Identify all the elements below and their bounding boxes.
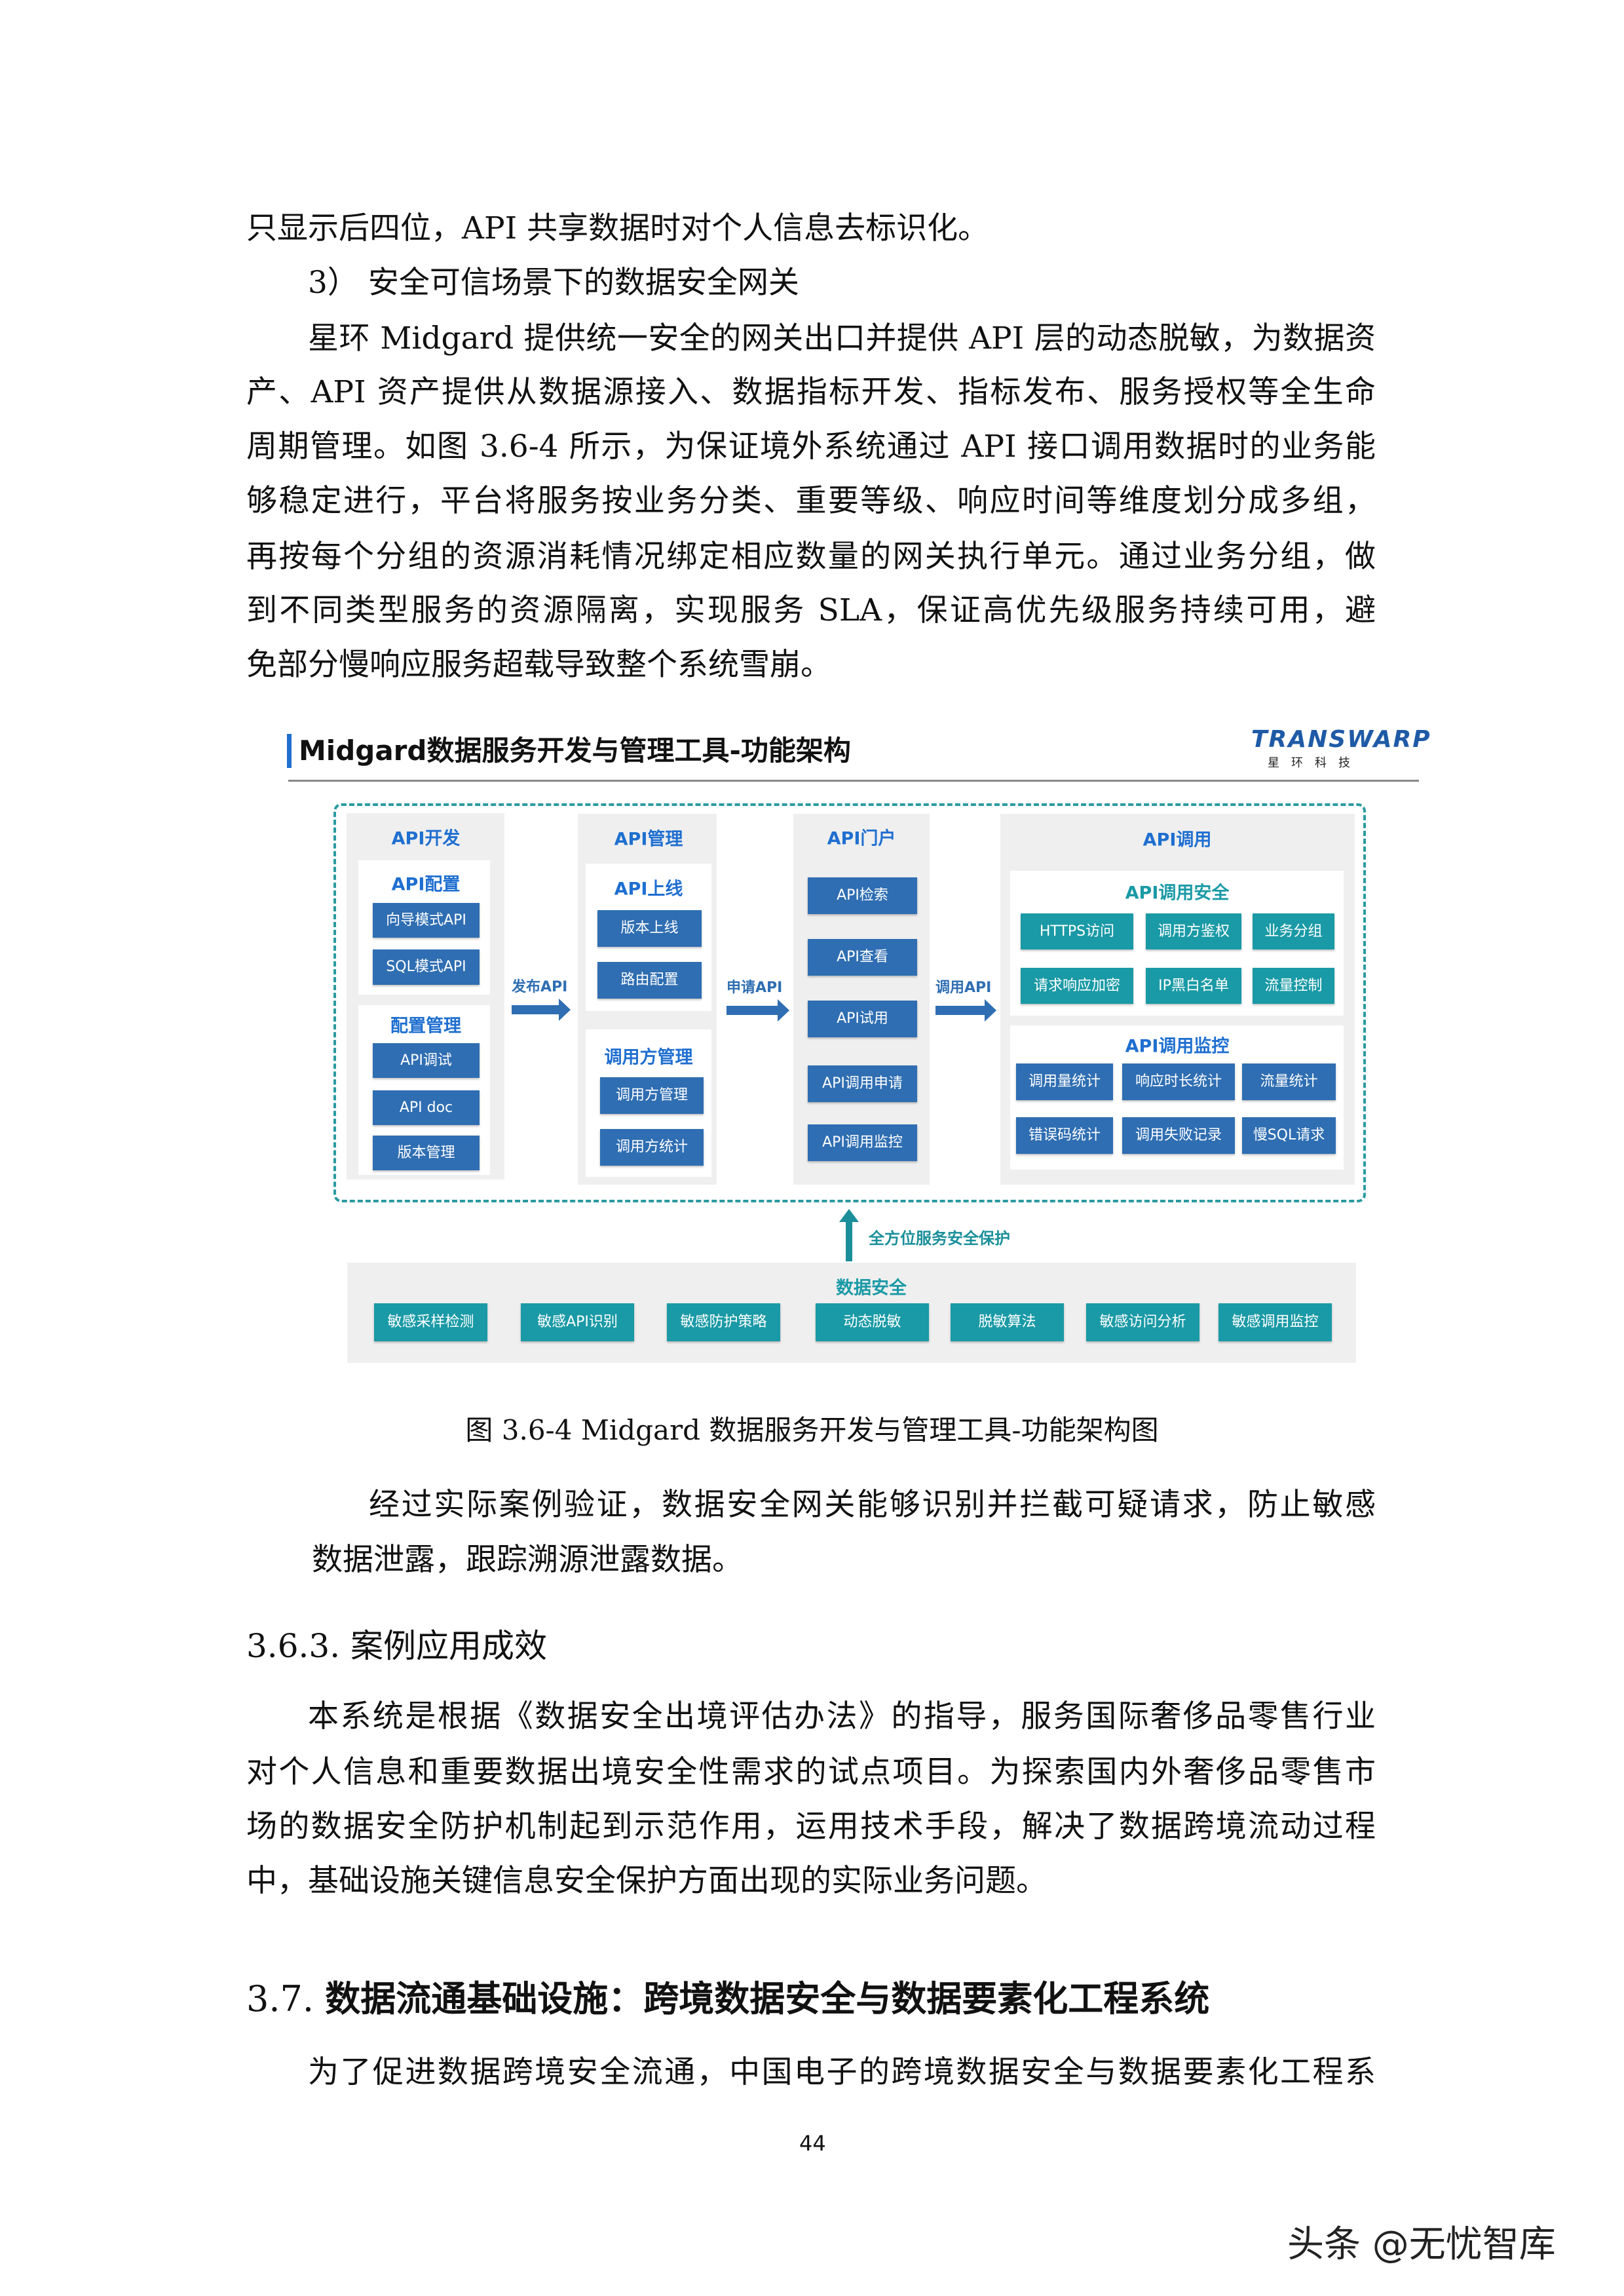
- title-accent-bar: [287, 734, 292, 768]
- paragraph-line: 只显示后四位，API 共享数据时对个人信息去标识化。: [246, 210, 989, 246]
- caller-management-heading: 调用方管理: [604, 1047, 693, 1068]
- module-box: API doc: [373, 1090, 480, 1125]
- module-box: 敏感采样检测: [374, 1303, 487, 1341]
- section-heading-3-6-3: 3.6.3. 案例应用成效: [246, 1619, 547, 1674]
- transwarp-logo: TRANSWARP: [1251, 726, 1431, 753]
- paragraph-line: 对个人信息和重要数据出境安全性需求的试点项目。为探索国内外奢侈品零售市: [246, 1754, 1376, 1790]
- paragraph-line: 中，基础设施关键信息安全保护方面出现的实际业务问题。: [246, 1863, 1047, 1899]
- paragraph-line: 星环 Midgard 提供统一安全的网关出口并提供 API 层的动态脱敏，为数据…: [308, 320, 1376, 356]
- section-heading-3-7: 3.7. 数据流通基础设施：跨境数据安全与数据要素化工程系统: [246, 1972, 1209, 2026]
- module-box: API调试: [373, 1043, 480, 1078]
- call-api-arrow-label: 调用API: [935, 980, 992, 996]
- module-box: 请求响应加密: [1021, 968, 1133, 1004]
- section-number: 3.7.: [246, 1978, 314, 2019]
- module-box: 调用失败记录: [1122, 1117, 1235, 1154]
- list-item-heading: 3） 安全可信场景下的数据安全网关: [308, 265, 799, 301]
- api-call-monitor-heading: API调用监控: [1125, 1036, 1230, 1057]
- paragraph-line: 本系统是根据《数据安全出境评估办法》的指导，服务国际奢侈品零售行业: [308, 1698, 1376, 1734]
- paragraph-line: 免部分慢响应服务超载导致整个系统雪崩。: [246, 647, 831, 683]
- publish-api-arrow-label: 发布API: [512, 979, 568, 995]
- paragraph-line: 周期管理。如图 3.6-4 所示，为保证境外系统通过 API 接口调用数据时的业…: [246, 429, 1376, 465]
- module-box: 业务分组: [1253, 913, 1334, 949]
- transwarp-logo-subtitle: 星 环 科 技: [1268, 756, 1350, 770]
- module-box: 敏感API识别: [521, 1303, 634, 1341]
- module-box: API查看: [808, 939, 917, 976]
- module-box: HTTPS访问: [1021, 913, 1133, 949]
- module-box: 调用方管理: [600, 1077, 704, 1114]
- data-security-heading: 数据安全: [836, 1278, 907, 1299]
- module-box: 向导模式API: [373, 903, 480, 938]
- module-box: SQL模式API: [373, 949, 480, 985]
- apply-api-arrow-label: 申请API: [727, 980, 783, 996]
- right-arrow-icon: [512, 999, 571, 1021]
- paragraph-line: 经过实际案例验证，数据安全网关能够识别并拦截可疑请求，防止敏感: [369, 1487, 1376, 1523]
- api-management-heading: API管理: [614, 829, 683, 850]
- module-box: 调用量统计: [1016, 1063, 1113, 1100]
- up-arrow-icon: [839, 1209, 859, 1261]
- page-number: 44: [799, 2131, 826, 2156]
- title-divider: [288, 780, 1419, 782]
- module-box: 流量统计: [1242, 1063, 1336, 1100]
- module-box: 版本上线: [597, 910, 702, 947]
- protection-label: 全方位服务安全保护: [869, 1229, 1010, 1248]
- api-call-security-heading: API调用安全: [1125, 883, 1230, 904]
- section-number: 3.6.3.: [246, 1627, 341, 1665]
- module-box: 调用方统计: [600, 1129, 704, 1166]
- api-config-heading: API配置: [391, 874, 461, 895]
- paragraph-line: 再按每个分组的资源消耗情况绑定相应数量的网关执行单元。通过业务分组，做: [246, 539, 1376, 575]
- right-arrow-icon: [935, 999, 996, 1022]
- figure-title: Midgard数据服务开发与管理工具-功能架构: [299, 735, 851, 767]
- paragraph-line: 产、API 资产提供从数据源接入、数据指标开发、指标发布、服务授权等全生命: [246, 374, 1376, 410]
- section-title: 数据流通基础设施：跨境数据安全与数据要素化工程系统: [325, 1978, 1210, 2019]
- module-box: 版本管理: [373, 1136, 480, 1170]
- module-box: API检索: [808, 877, 917, 914]
- section-title: 案例应用成效: [350, 1627, 548, 1665]
- figure-caption: 图 3.6-4 Midgard 数据服务开发与管理工具-功能架构图: [465, 1414, 1159, 1446]
- module-box: 路由配置: [597, 962, 702, 999]
- module-box: API试用: [808, 1001, 917, 1037]
- api-online-heading: API上线: [614, 879, 683, 900]
- paragraph-line: 场的数据安全防护机制起到示范作用，运用技术手段，解决了数据跨境流动过程: [246, 1808, 1376, 1845]
- module-box: 慢SQL请求: [1242, 1117, 1336, 1154]
- config-management-heading: 配置管理: [390, 1016, 461, 1037]
- module-box: 调用方鉴权: [1146, 913, 1241, 949]
- api-portal-heading: API门户: [827, 828, 896, 849]
- module-box: 脱敏算法: [951, 1303, 1064, 1341]
- module-box: IP黑白名单: [1146, 968, 1241, 1004]
- module-box: 错误码统计: [1016, 1117, 1113, 1154]
- api-development-heading: API开发: [391, 828, 461, 849]
- module-box: API调用监控: [808, 1124, 917, 1161]
- module-box: 敏感调用监控: [1218, 1303, 1332, 1341]
- right-arrow-icon: [727, 999, 789, 1022]
- paragraph-line: 到不同类型服务的资源隔离，实现服务 SLA，保证高优先级服务持续可用，避: [246, 592, 1376, 628]
- module-box: 敏感访问分析: [1086, 1303, 1199, 1341]
- paragraph-line: 够稳定进行，平台将服务按业务分类、重要等级、响应时间等维度划分成多组，: [246, 483, 1376, 519]
- module-box: API调用申请: [808, 1065, 917, 1102]
- module-box: 流量控制: [1253, 968, 1334, 1004]
- watermark: 头条 @无忧智库: [1287, 2223, 1556, 2266]
- paragraph-line: 为了促进数据跨境安全流通，中国电子的跨境数据安全与数据要素化工程系: [308, 2054, 1376, 2090]
- module-box: 敏感防护策略: [667, 1303, 780, 1341]
- module-box: 动态脱敏: [816, 1303, 929, 1341]
- api-call-heading: API调用: [1142, 830, 1212, 851]
- paragraph-line: 数据泄露，跟踪溯源泄露数据。: [312, 1542, 743, 1578]
- api-portal-panel: [793, 814, 930, 1185]
- module-box: 响应时长统计: [1122, 1063, 1235, 1100]
- api-lifecycle-frame: [333, 803, 1366, 1202]
